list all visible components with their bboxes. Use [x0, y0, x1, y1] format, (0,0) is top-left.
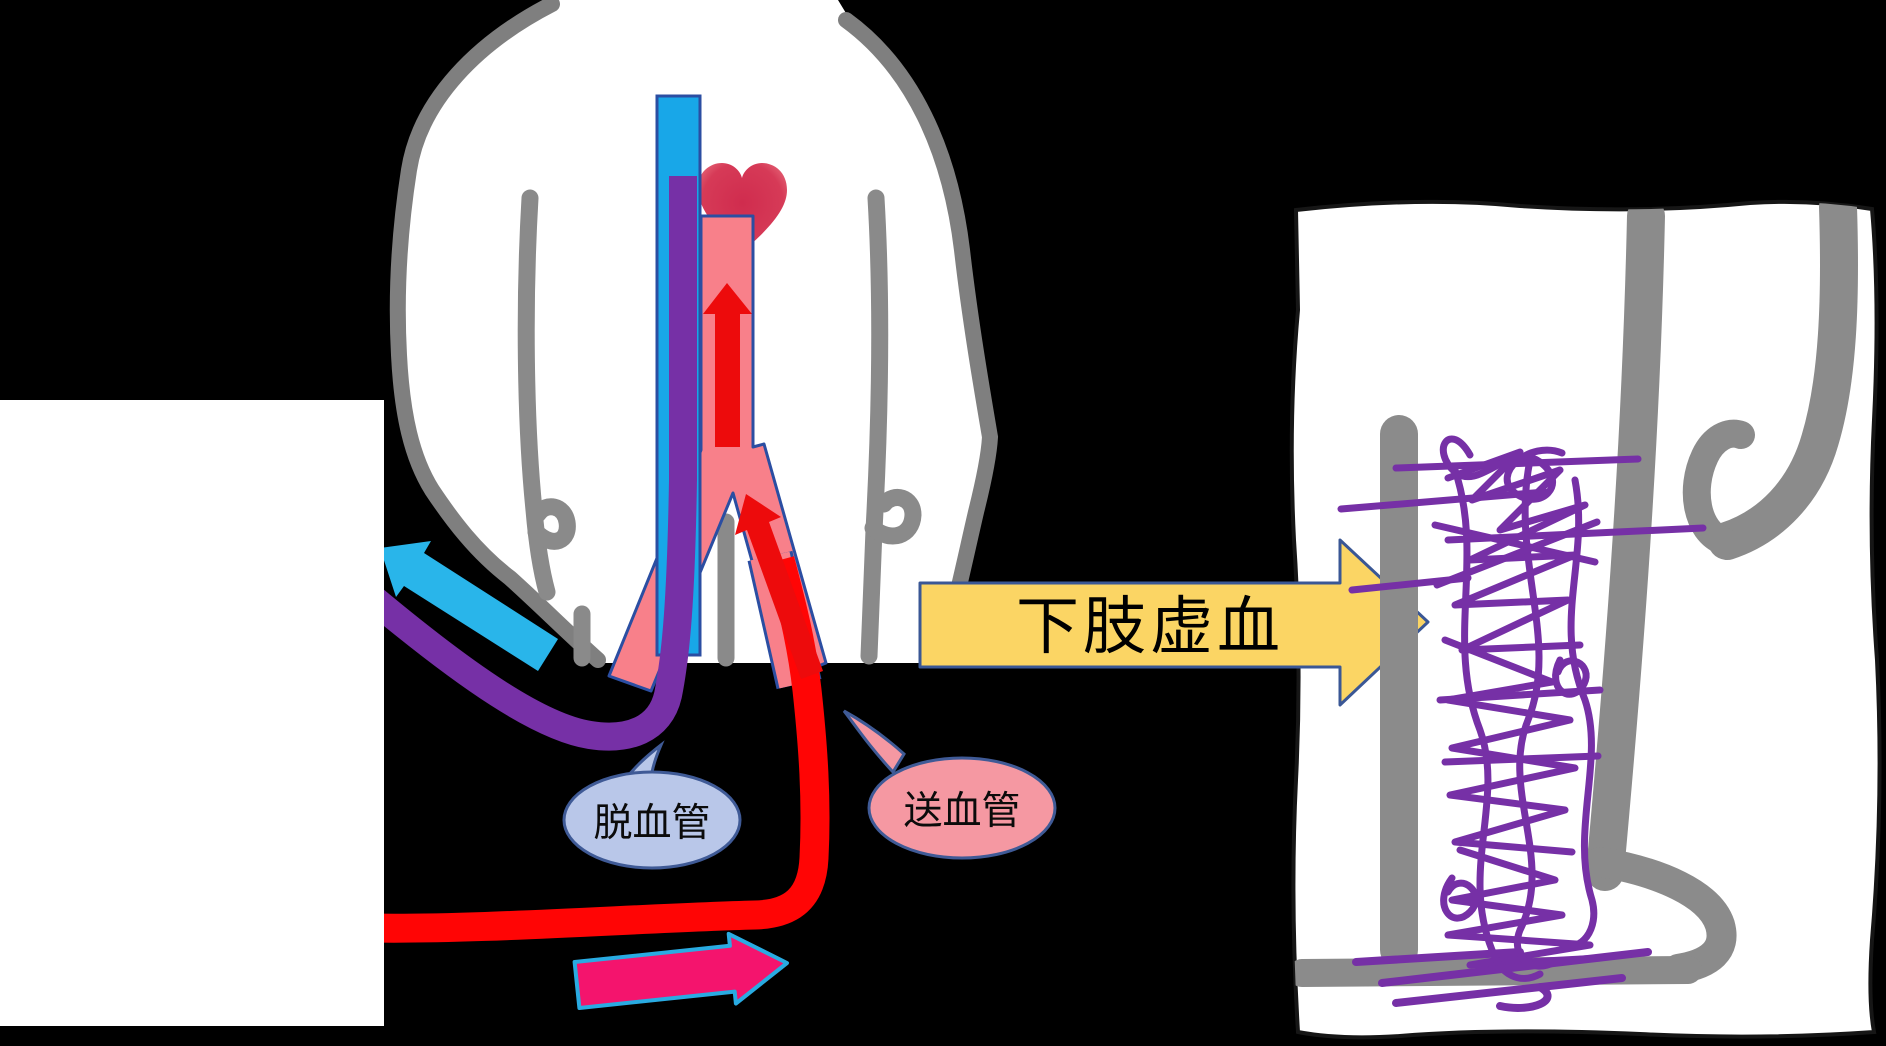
body-outline-right [838, 12, 999, 666]
drainage-bubble: 脱血管 [562, 740, 742, 870]
drainage-flow-arrow [380, 541, 558, 671]
left-hand-hook [527, 498, 576, 550]
scribble-bottom-streaks [1352, 948, 1652, 1012]
return-bubble-label: 送血管 [903, 790, 1020, 833]
drainage-tube [363, 176, 697, 751]
return-bubble: 送血管 [842, 709, 1057, 860]
leg-image-panel [1289, 199, 1882, 1040]
right-hand-hook [864, 489, 922, 545]
scribble-spikes [1337, 455, 1707, 594]
iliac-flow-arrow [735, 494, 823, 679]
white-panel-left [0, 400, 384, 1026]
body-outline-left [389, 0, 606, 668]
ischemia-arrow-label: 下肢虚血 [1016, 592, 1284, 662]
flow-direction-arrow [572, 931, 789, 1010]
drainage-bubble-body [562, 770, 742, 870]
inner-arm-lines [517, 189, 922, 667]
inner-leg-line [1586, 201, 1665, 891]
right-foot-curve [1585, 847, 1737, 984]
aortic-flow-arrow [703, 283, 752, 447]
drainage-bubble-label: 脱血管 [593, 802, 710, 845]
return-bubble-tail [842, 709, 906, 775]
return-bubble-body [867, 756, 1057, 860]
side-hand-hook [1682, 419, 1755, 555]
side-arm-curve [1708, 201, 1858, 560]
ischemia-arrow: 下肢虚血 [918, 538, 1430, 707]
ischemia-scribble [1337, 435, 1707, 1012]
